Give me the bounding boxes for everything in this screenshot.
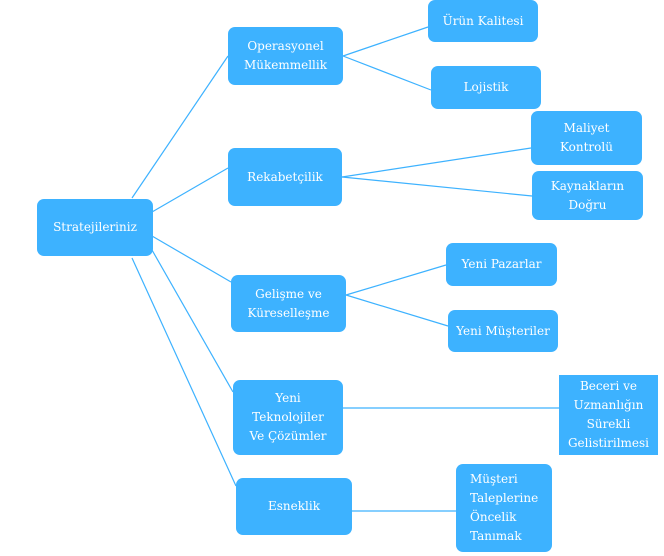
branch-yeni-teknolojiler: Yeni Teknolojiler Ve Çözümler	[233, 380, 343, 455]
link-rekabetcilik-kaynaklar	[341, 176, 533, 197]
branch-gelisme-kuresellesme: Gelişme ve Küreselleşme	[231, 275, 346, 332]
branch-operasyonel-mukemmellik: Operasyonel Mükemmellik	[228, 27, 343, 85]
link-root-teknoloji	[151, 249, 234, 393]
leaf-yeni-pazarlar: Yeni Pazarlar	[446, 243, 557, 286]
leaf-musteri-talepleri: Müşteri Taleplerine Öncelik Tanımak	[456, 464, 552, 552]
link-rekabetcilik-maliyet	[341, 147, 532, 178]
link-root-rekabetcilik	[151, 167, 229, 213]
link-root-esneklik	[131, 257, 237, 487]
leaf-yeni-musteriler: Yeni Müşteriler	[448, 310, 558, 352]
leaf-lojistik: Lojistik	[431, 66, 541, 109]
link-operasyonel-lojistik	[342, 55, 432, 91]
leaf-urun-kalitesi: Ürün Kalitesi	[428, 0, 538, 42]
leaf-kaynaklarin-dogru: Kaynakların Doğru	[532, 171, 643, 220]
root-node: Stratejileriniz	[37, 199, 153, 256]
branch-rekabetcilik: Rekabetçilik	[228, 148, 342, 206]
link-root-gelisme	[151, 235, 232, 283]
link-root-operasyonel	[131, 55, 229, 199]
leaf-beceri-uzmanlik: Beceri ve Uzmanlığın Sürekli Gelistirilm…	[559, 375, 658, 455]
branch-esneklik: Esneklik	[236, 478, 352, 535]
link-gelisme-pazarlar	[345, 264, 447, 296]
link-gelisme-musteriler	[345, 294, 449, 327]
link-operasyonel-urun	[342, 26, 429, 57]
leaf-maliyet-kontrolu: Maliyet Kontrolü	[531, 111, 642, 165]
